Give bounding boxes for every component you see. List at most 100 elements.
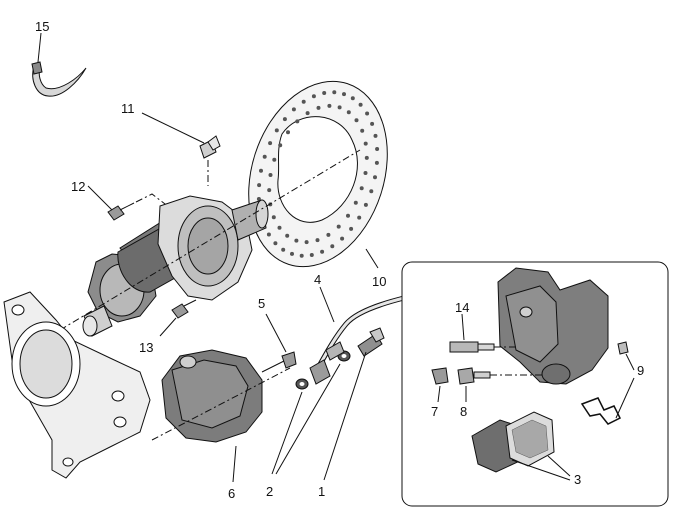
disc-hole: [262, 154, 267, 159]
callout-3: 3: [574, 472, 581, 487]
part-7-cap: [431, 367, 449, 385]
disc-hole: [375, 147, 380, 151]
callout-10: 10: [372, 274, 386, 289]
disc-hole: [340, 236, 345, 241]
disc-hole: [326, 232, 331, 237]
disc-hole: [271, 215, 276, 220]
disc-hole: [330, 244, 335, 249]
disc-hole: [370, 121, 375, 126]
leader-5: [265, 313, 287, 353]
disc-hole: [285, 233, 290, 238]
disc-hole: [294, 238, 299, 243]
disc-hole: [354, 118, 359, 123]
disc-hole: [320, 249, 325, 254]
callout-4: 4: [314, 272, 321, 287]
disc-hole: [295, 119, 300, 124]
callout-12: 12: [71, 179, 85, 194]
leader-13: [159, 317, 177, 337]
leader-1: [323, 351, 367, 481]
axis-12: [135, 193, 179, 215]
disc-hole: [364, 155, 369, 160]
disc-hole: [336, 224, 341, 229]
leader-4: [319, 286, 335, 323]
disc-hole: [373, 175, 377, 180]
disc-hole: [309, 253, 314, 257]
disc-hole: [353, 200, 358, 205]
disc-hole: [291, 107, 296, 112]
disc-hole: [272, 157, 277, 162]
part-12-screw: [107, 202, 135, 221]
disc-hole: [357, 215, 362, 220]
disc-hole: [369, 189, 374, 194]
disc-hole: [315, 238, 320, 243]
part-6-caliper: [161, 349, 263, 443]
disc-hole: [359, 186, 364, 191]
callout-2: 2: [266, 484, 273, 499]
part-14-pin: [449, 341, 495, 353]
disc-hole: [266, 232, 271, 237]
disc-hole: [311, 94, 316, 99]
disc-hole: [363, 141, 368, 146]
disc-hole: [286, 130, 290, 135]
disc-hole: [346, 110, 351, 115]
callout-14: 14: [455, 300, 469, 315]
disc-hole: [346, 213, 350, 218]
disc-hole: [278, 143, 283, 148]
disc-hole: [337, 105, 342, 110]
callout-5: 5: [258, 296, 265, 311]
part-5-banjo-bolt: [261, 351, 297, 373]
callout-8: 8: [460, 404, 467, 419]
callout-6: 6: [228, 486, 235, 501]
disc-hole: [290, 251, 294, 256]
leader-9b: [615, 377, 635, 419]
disc-hole: [349, 226, 354, 231]
disc-hole: [322, 91, 327, 95]
disc-hole: [304, 240, 309, 245]
leader-3a: [511, 459, 571, 481]
leader-6: [232, 445, 237, 483]
disc-hole: [365, 111, 370, 116]
disc-hole: [374, 160, 379, 165]
disc-hole: [257, 183, 262, 188]
disc-hole: [301, 99, 306, 104]
disc-hole: [259, 168, 263, 173]
disc-hole: [332, 90, 337, 95]
part-11-bleed-valve: [199, 135, 221, 159]
callout-9: 9: [637, 363, 644, 378]
disc-hole: [342, 92, 346, 97]
leader-12: [87, 185, 113, 211]
disc-hole: [268, 141, 273, 146]
part-15-strap: [31, 61, 87, 97]
axis-hub: [59, 149, 361, 331]
callout-11: 11: [121, 101, 135, 116]
leader-2a: [271, 391, 303, 475]
disc-hole: [282, 117, 287, 122]
leader-7: [437, 385, 441, 403]
part-9-spring-clip: [580, 341, 629, 425]
part-1-bolt: [357, 327, 385, 357]
disc-hole: [360, 128, 365, 133]
inset-caliper: [497, 267, 609, 385]
disc-hole: [350, 96, 355, 101]
callout-1: 1: [318, 484, 325, 499]
disc-hole: [316, 105, 321, 110]
disc-holes: [256, 90, 380, 258]
disc-hole: [363, 171, 368, 175]
disc-hole: [273, 241, 278, 246]
part-10-brake-disc: [248, 80, 388, 268]
part-8-bleed-screw: [457, 367, 491, 385]
caliper-bracket: [3, 291, 151, 479]
axis-caliper: [151, 367, 291, 441]
disc-hole: [305, 111, 310, 116]
disc-hole: [256, 197, 261, 201]
callout-15: 15: [35, 19, 49, 34]
leader-9a: [625, 353, 635, 371]
disc-hole: [274, 128, 279, 133]
disc-hole: [327, 103, 332, 108]
part-13-screw: [171, 299, 197, 319]
callout-13: 13: [139, 340, 153, 355]
disc-hole: [358, 102, 363, 107]
disc-hole: [373, 133, 378, 138]
part-3-brake-pads: [471, 411, 555, 473]
